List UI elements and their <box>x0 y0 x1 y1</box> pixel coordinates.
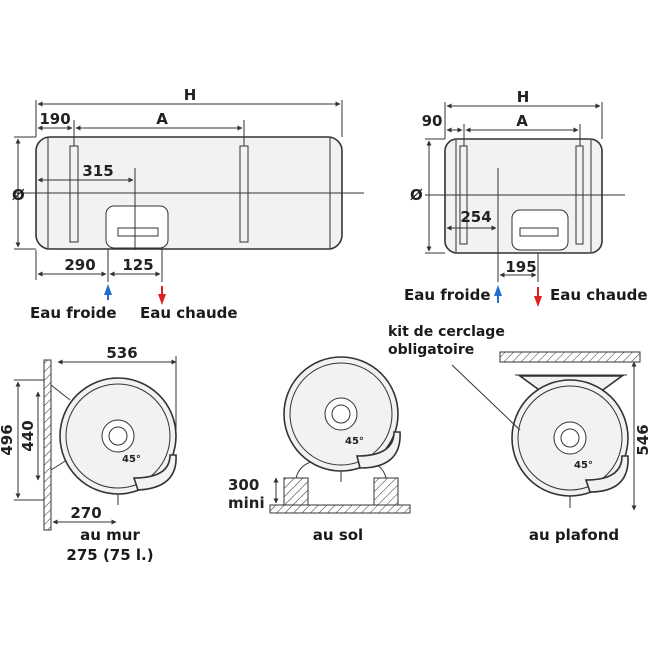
dim-254: 254 <box>460 208 491 226</box>
dim-90: 90 <box>422 112 443 130</box>
caption-floor: au sol <box>313 526 363 544</box>
angle-45-floor: 45° <box>345 436 364 447</box>
dim-diameter: Ø <box>12 186 25 204</box>
control-box-2 <box>511 209 569 251</box>
note-kit-line1: kit de cerclage <box>388 324 505 340</box>
dim-315: 315 <box>82 162 113 180</box>
floor <box>269 504 411 514</box>
control-cover-ceiling <box>584 455 629 493</box>
wall-mount-view: 45° 536 496 440 270 au mur 275 (75 l.) <box>0 344 177 564</box>
wall <box>43 359 52 531</box>
angle-45-wall: 45° <box>122 454 141 465</box>
dim-diameter-2: Ø <box>410 186 423 204</box>
cold-water-arrow-2 <box>494 285 502 296</box>
label-hot-water-2: Eau chaude <box>550 286 648 304</box>
ceiling-mount-view: 45° kit de cerclage obligatoire 546 au p… <box>388 324 650 544</box>
label-cold-water: Eau froide <box>30 304 117 322</box>
label-cold-water-2: Eau froide <box>404 286 491 304</box>
dim-546: 546 <box>634 424 650 455</box>
top-right-tank-view: H 90 A Ø 254 195 Eau froide Eau chaude <box>404 88 648 307</box>
dim-440: 440 <box>19 420 37 451</box>
dim-290: 290 <box>64 256 95 274</box>
control-cover-floor <box>355 431 401 469</box>
support-left <box>283 477 309 506</box>
dim-190: 190 <box>39 110 70 128</box>
support-right <box>373 477 399 506</box>
dim-A: A <box>156 110 168 128</box>
dim-125: 125 <box>122 256 153 274</box>
floor-mount-view: 45° 300 mini au sol <box>228 356 411 544</box>
hot-water-arrow <box>158 294 166 305</box>
dim-270: 270 <box>70 504 101 522</box>
angle-45-ceiling: 45° <box>574 460 593 471</box>
caption-wall-1: au mur <box>80 526 140 544</box>
dim-H-2: H <box>517 88 530 106</box>
cold-water-arrow <box>104 284 112 295</box>
label-hot-water: Eau chaude <box>140 304 238 322</box>
top-left-tank-view: H 190 A 315 Ø 290 125 Eau froide Eau cha… <box>12 86 364 322</box>
dim-H: H <box>184 86 197 104</box>
dim-A-2: A <box>516 112 528 130</box>
dim-536: 536 <box>106 344 137 362</box>
dim-195: 195 <box>505 258 536 276</box>
ceiling <box>499 351 641 363</box>
control-box <box>105 205 169 249</box>
caption-ceiling: au plafond <box>529 526 619 544</box>
hot-water-arrow-2 <box>534 296 542 307</box>
dim-496: 496 <box>0 424 16 455</box>
dim-300: 300 <box>228 476 259 494</box>
dim-mini: mini <box>228 494 265 512</box>
note-kit-line2: obligatoire <box>388 342 474 358</box>
control-cover-wall <box>132 454 177 491</box>
caption-wall-2: 275 (75 l.) <box>66 546 153 564</box>
